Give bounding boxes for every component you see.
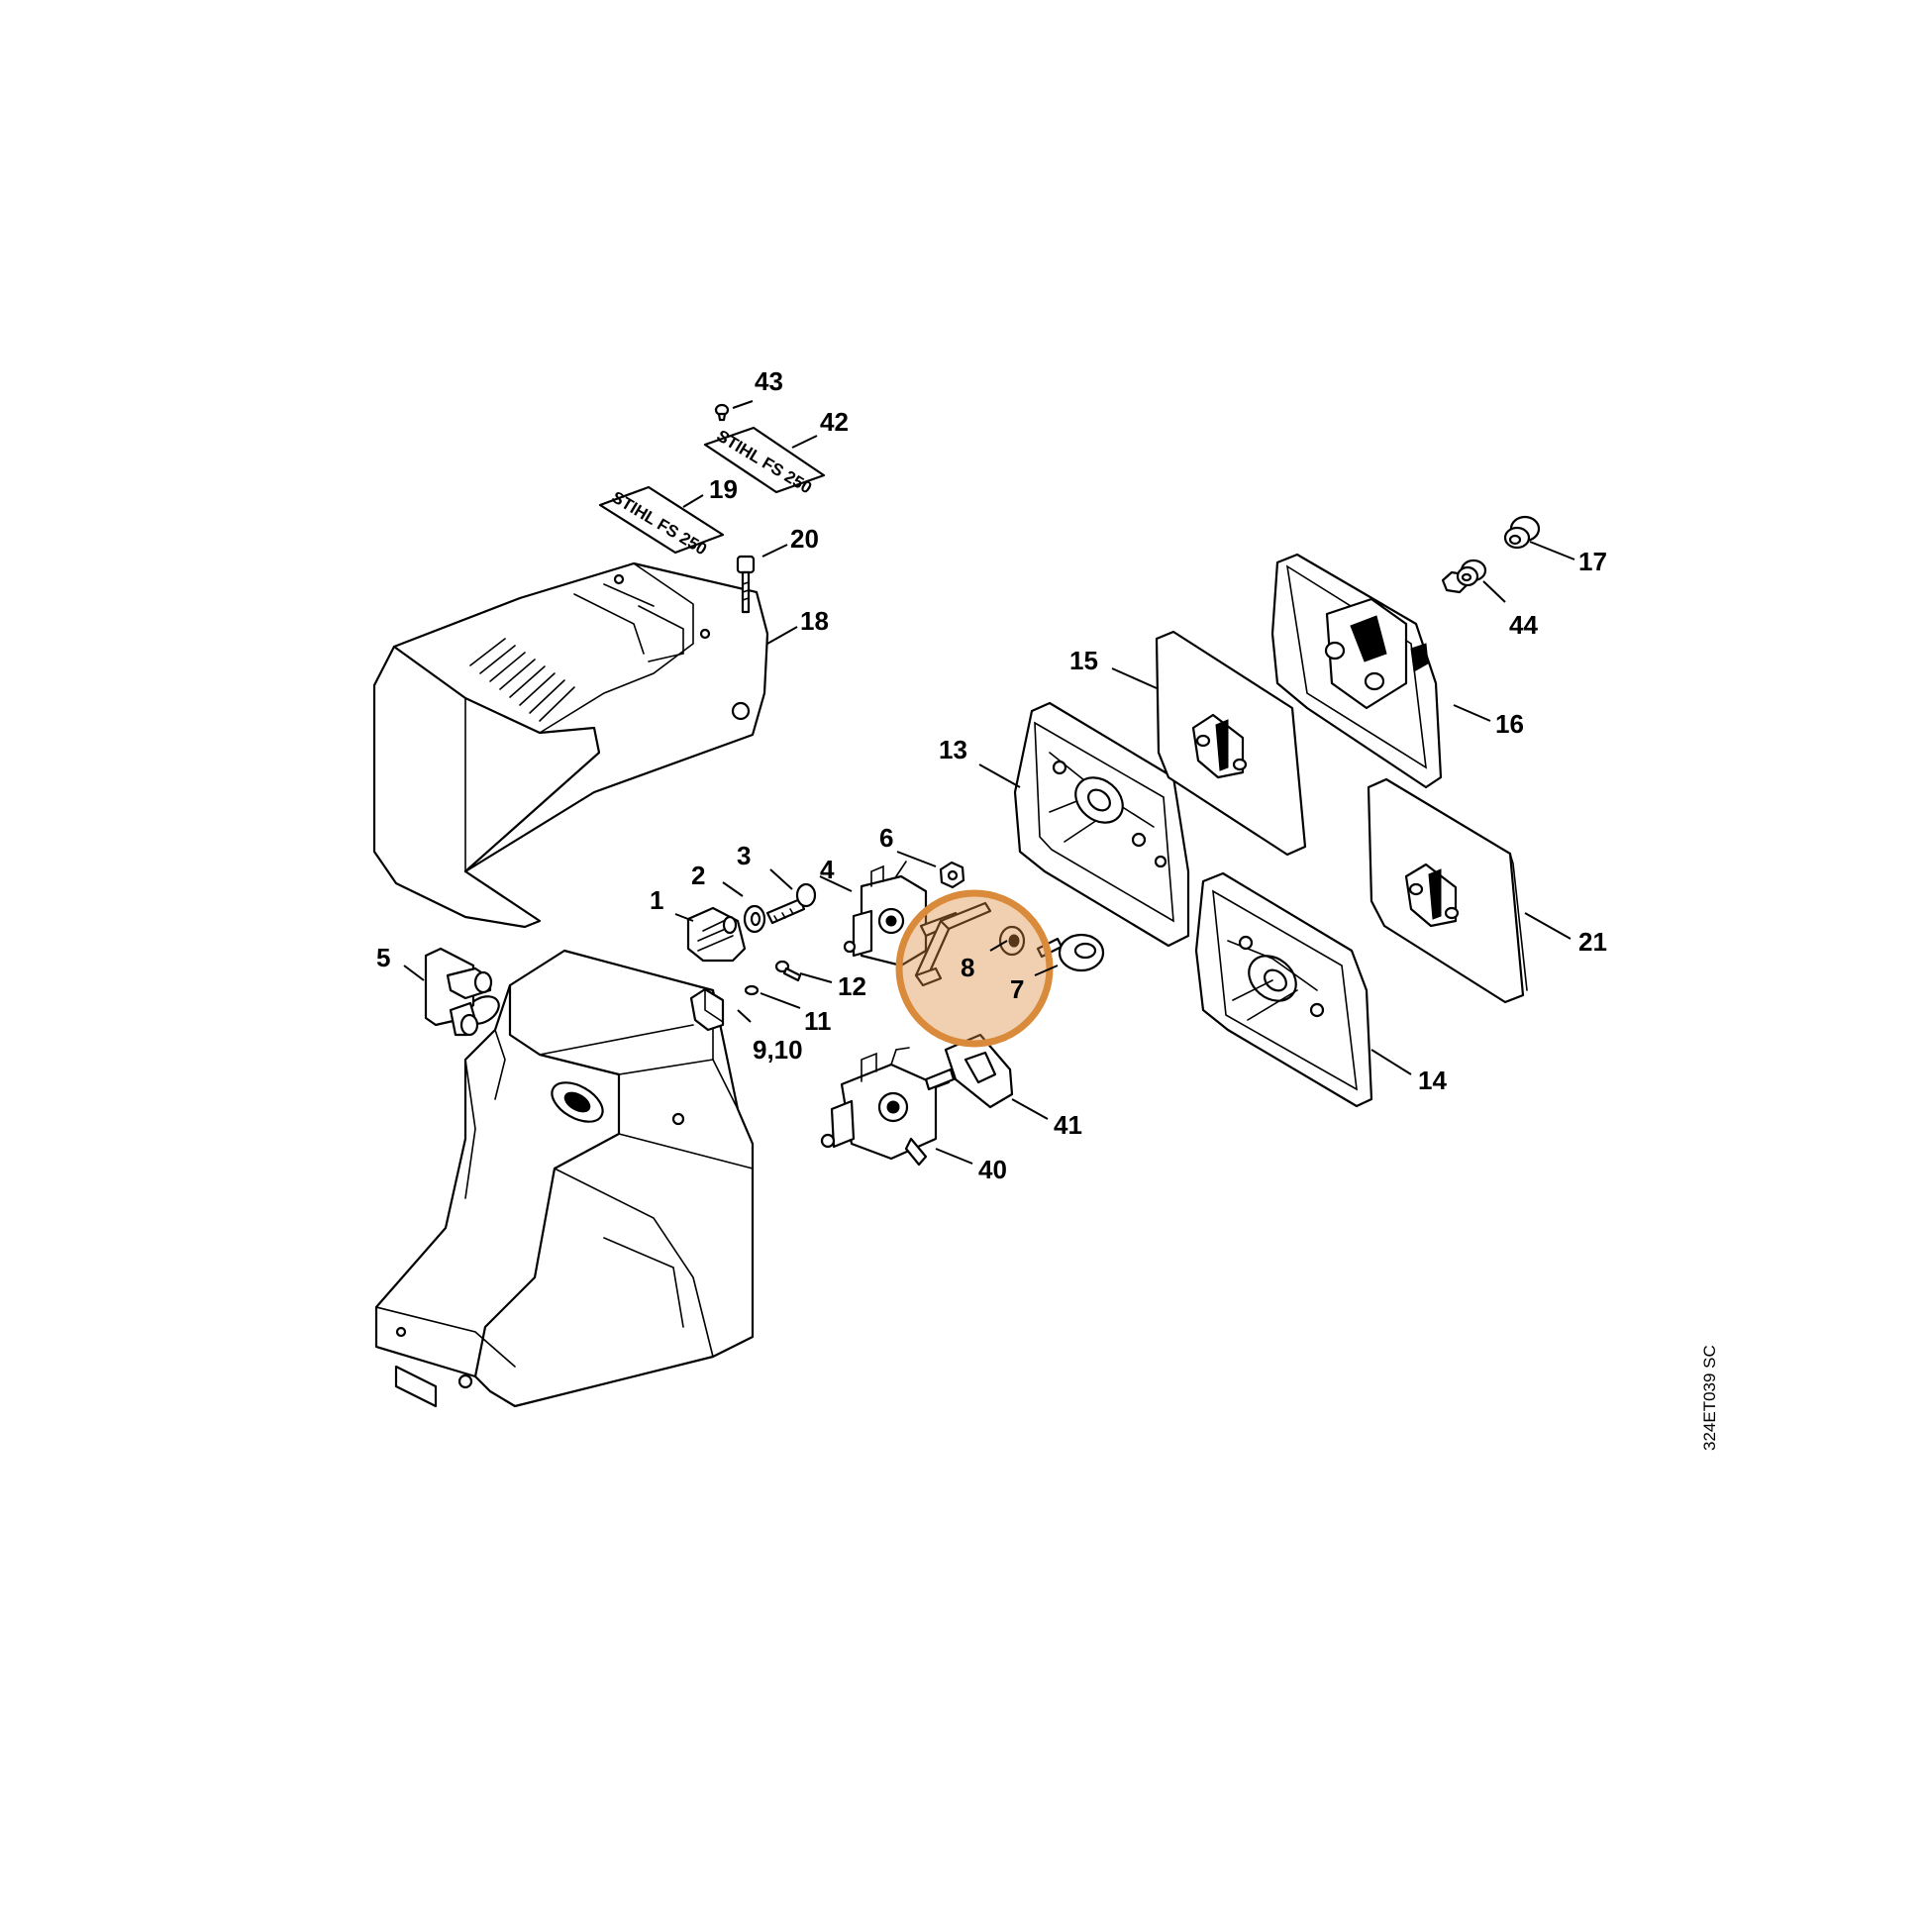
label-42: 42 xyxy=(820,407,849,437)
label-9-10: 9,10 xyxy=(753,1035,803,1065)
label-41: 41 xyxy=(1054,1110,1082,1140)
label-43: 43 xyxy=(755,366,783,396)
filter-15 xyxy=(1155,630,1307,857)
label-44: 44 xyxy=(1509,610,1538,640)
label-6: 6 xyxy=(879,823,893,853)
label-20: 20 xyxy=(790,524,819,554)
filter-cover-16 xyxy=(1270,553,1443,789)
label-17: 17 xyxy=(1578,547,1607,576)
screw-20 xyxy=(736,555,756,614)
label-1: 1 xyxy=(650,885,663,915)
label-2: 2 xyxy=(691,861,705,890)
label-12: 12 xyxy=(838,971,866,1001)
housing-intake-port xyxy=(551,1081,604,1123)
label-18: 18 xyxy=(800,606,829,636)
label-5: 5 xyxy=(376,943,390,972)
label-40: 40 xyxy=(978,1155,1007,1184)
manifold-5 xyxy=(424,947,493,1037)
clip-9-10 xyxy=(689,987,725,1032)
carburetor-40 xyxy=(820,1047,956,1167)
leader-lines xyxy=(403,400,1575,1165)
washer-nut-44 xyxy=(1441,559,1487,594)
label-13: 13 xyxy=(939,735,967,764)
bracket-8 xyxy=(914,901,1026,987)
engine-housing xyxy=(374,949,755,1408)
label-3: 3 xyxy=(737,841,751,870)
drawing-code: 324ET039 SC xyxy=(1700,1345,1719,1451)
label-8: 8 xyxy=(961,953,974,982)
filter-housing-14 xyxy=(1194,871,1373,1108)
label-7: 7 xyxy=(1010,974,1024,1004)
label-19: 19 xyxy=(709,474,738,504)
filter-21 xyxy=(1367,777,1528,1004)
nut-6 xyxy=(939,861,965,889)
washer-2 xyxy=(743,904,766,934)
label-14: 14 xyxy=(1418,1066,1447,1095)
shroud-vent-slots xyxy=(469,638,575,722)
plate-19: STIHL FS 250 xyxy=(598,485,725,559)
shroud-18 xyxy=(372,561,769,929)
callout-labels: 43 42 19 20 18 17 44 15 16 13 21 14 6 4 … xyxy=(376,366,1607,1184)
screw-3 xyxy=(765,882,817,925)
carburetor-4 xyxy=(843,861,963,967)
label-15: 15 xyxy=(1069,646,1098,675)
baffle-1 xyxy=(686,906,747,963)
label-4: 4 xyxy=(820,855,835,884)
nut-17 xyxy=(1503,515,1541,550)
screw-12 xyxy=(774,960,802,982)
washer-11 xyxy=(744,984,760,996)
label-16: 16 xyxy=(1495,709,1524,739)
choke-knob-7 xyxy=(1036,933,1105,972)
screw-43 xyxy=(714,403,730,422)
filter-base-13 xyxy=(1013,701,1190,948)
label-21: 21 xyxy=(1578,927,1607,957)
label-11: 11 xyxy=(804,1006,832,1036)
